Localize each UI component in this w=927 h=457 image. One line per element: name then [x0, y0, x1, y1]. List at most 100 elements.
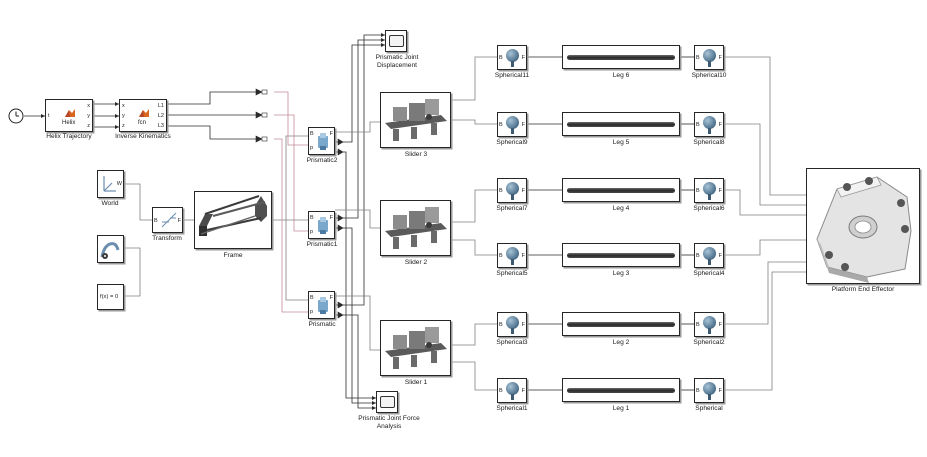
sph-port-b: B	[499, 188, 503, 194]
clock-block[interactable]	[8, 108, 24, 124]
transform-port-f: F	[177, 218, 181, 224]
spherical4-block[interactable]: B F	[694, 243, 724, 268]
frame-block[interactable]	[194, 191, 272, 249]
leg3-block[interactable]	[562, 243, 680, 267]
spherical-joint-stem	[511, 194, 514, 200]
spherical-joint-icon	[703, 49, 716, 62]
world-label: World	[101, 200, 119, 207]
spherical7-block[interactable]: B F	[497, 178, 527, 203]
spherical11-block[interactable]: B F	[497, 45, 527, 70]
spherical8-block[interactable]: B F	[694, 112, 724, 137]
spherical-joint-icon	[703, 316, 716, 329]
platform-end-effector-label: Platform End Effector	[831, 286, 895, 293]
spherical3-label: Spherical3	[496, 339, 528, 346]
leg5-label: Leg 5	[612, 139, 630, 146]
prismatic-label: Prismatic	[308, 321, 336, 328]
transform-icon	[161, 212, 177, 228]
prismatic-joint-icon	[318, 217, 328, 234]
helix-port-x: x	[87, 103, 90, 109]
prismatic-port-p: p	[310, 309, 314, 315]
spherical-joint-stem	[708, 128, 711, 134]
spherical1-label: Spherical1	[496, 405, 528, 412]
fx-equals-zero-label: f(x) = 0	[100, 294, 119, 300]
leg-rod	[567, 388, 675, 393]
slider1-block[interactable]	[380, 320, 451, 376]
spherical9-block[interactable]: B F	[497, 112, 527, 137]
leg-rod	[567, 188, 675, 193]
ik-port-out-l1: L1	[157, 103, 164, 109]
leg1-block[interactable]	[562, 378, 680, 402]
spherical10-block[interactable]: B F	[694, 45, 724, 70]
transform-block[interactable]: B F	[152, 207, 183, 233]
spherical-joint-stem	[708, 61, 711, 67]
sph-port-f: F	[521, 322, 525, 328]
leg6-label: Leg 6	[612, 72, 630, 79]
ik-port-out-l2: L2	[157, 113, 164, 119]
world-block[interactable]: W	[97, 170, 124, 198]
spherical-joint-icon	[703, 247, 716, 260]
spherical5-label: Spherical5	[496, 270, 528, 277]
prismatic2-port-p: p	[310, 145, 314, 151]
inverse-kinematics-block[interactable]: x y z L1 L2 L3 fcn	[119, 99, 167, 132]
spherical1-block[interactable]: B F	[497, 378, 527, 403]
sph-port-b: B	[499, 253, 503, 259]
spherical3-block[interactable]: B F	[497, 312, 527, 337]
prismatic1-label: Prismatic1	[306, 241, 338, 248]
prismatic-block[interactable]: B p F	[308, 291, 335, 319]
slider2-block[interactable]	[380, 200, 451, 256]
prismatic1-block[interactable]: B p F	[308, 211, 335, 239]
leg6-block[interactable]	[562, 45, 680, 69]
prismatic2-block[interactable]: B p F	[308, 127, 335, 155]
spherical-label: Spherical	[695, 405, 723, 412]
spherical4-label: Spherical4	[693, 270, 725, 277]
spherical5-block[interactable]: B F	[497, 243, 527, 268]
leg4-block[interactable]	[562, 178, 680, 202]
spherical-joint-stem	[511, 259, 514, 265]
leg-rod	[567, 322, 675, 327]
prismatic-port-b: B	[310, 295, 314, 301]
spherical-joint-icon	[703, 116, 716, 129]
scope-displacement-block[interactable]	[385, 30, 407, 52]
spherical-joint-stem	[708, 194, 711, 200]
platform-end-effector-block[interactable]	[806, 168, 920, 284]
spherical6-block[interactable]: B F	[694, 178, 724, 203]
leg5-block[interactable]	[562, 112, 680, 136]
scope-force-block[interactable]	[376, 391, 398, 413]
spherical-block[interactable]: B F	[694, 378, 724, 403]
spherical9-label: Spherical9	[496, 139, 528, 146]
transform-port-b: B	[154, 218, 158, 224]
helix-trajectory-block[interactable]: t x y z Helix	[45, 99, 93, 132]
prismatic1-port-p: p	[310, 229, 314, 235]
mechanism-icon	[385, 207, 447, 249]
mechanism-icon	[199, 195, 267, 236]
slider3-block[interactable]	[380, 92, 451, 148]
solver-gear-icon	[100, 242, 120, 259]
world-frame-icon	[103, 176, 116, 192]
spherical-joint-stem	[708, 394, 711, 400]
spherical-joint-stem	[511, 394, 514, 400]
scope-icon	[380, 396, 395, 408]
leg1-label: Leg 1	[612, 405, 630, 412]
sph-port-f: F	[521, 188, 525, 194]
leg2-block[interactable]	[562, 312, 680, 336]
spherical10-label: Spherical10	[691, 72, 727, 79]
matlab-function-icon	[65, 109, 75, 117]
scope-force-label: Prismatic Joint Force Analysis	[358, 415, 420, 430]
spherical-joint-stem	[708, 328, 711, 334]
spherical2-label: Spherical2	[693, 339, 725, 346]
solver-configuration-block[interactable]	[97, 235, 124, 263]
spherical-joint-icon	[506, 316, 519, 329]
spherical2-block[interactable]: B F	[694, 312, 724, 337]
leg4-label: Leg 4	[612, 205, 630, 212]
spherical6-label: Spherical6	[693, 205, 725, 212]
ik-port-in-y: y	[122, 113, 125, 119]
sph-port-b: B	[499, 55, 503, 61]
world-port-w: W	[116, 181, 122, 187]
sph-port-b: B	[696, 122, 700, 128]
sph-port-f: F	[718, 55, 722, 61]
prismatic-port-f: F	[329, 295, 333, 301]
prismatic2-port-b: B	[310, 131, 314, 137]
leg-rod	[567, 55, 675, 60]
fx-equals-zero-block[interactable]: f(x) = 0	[97, 284, 124, 310]
